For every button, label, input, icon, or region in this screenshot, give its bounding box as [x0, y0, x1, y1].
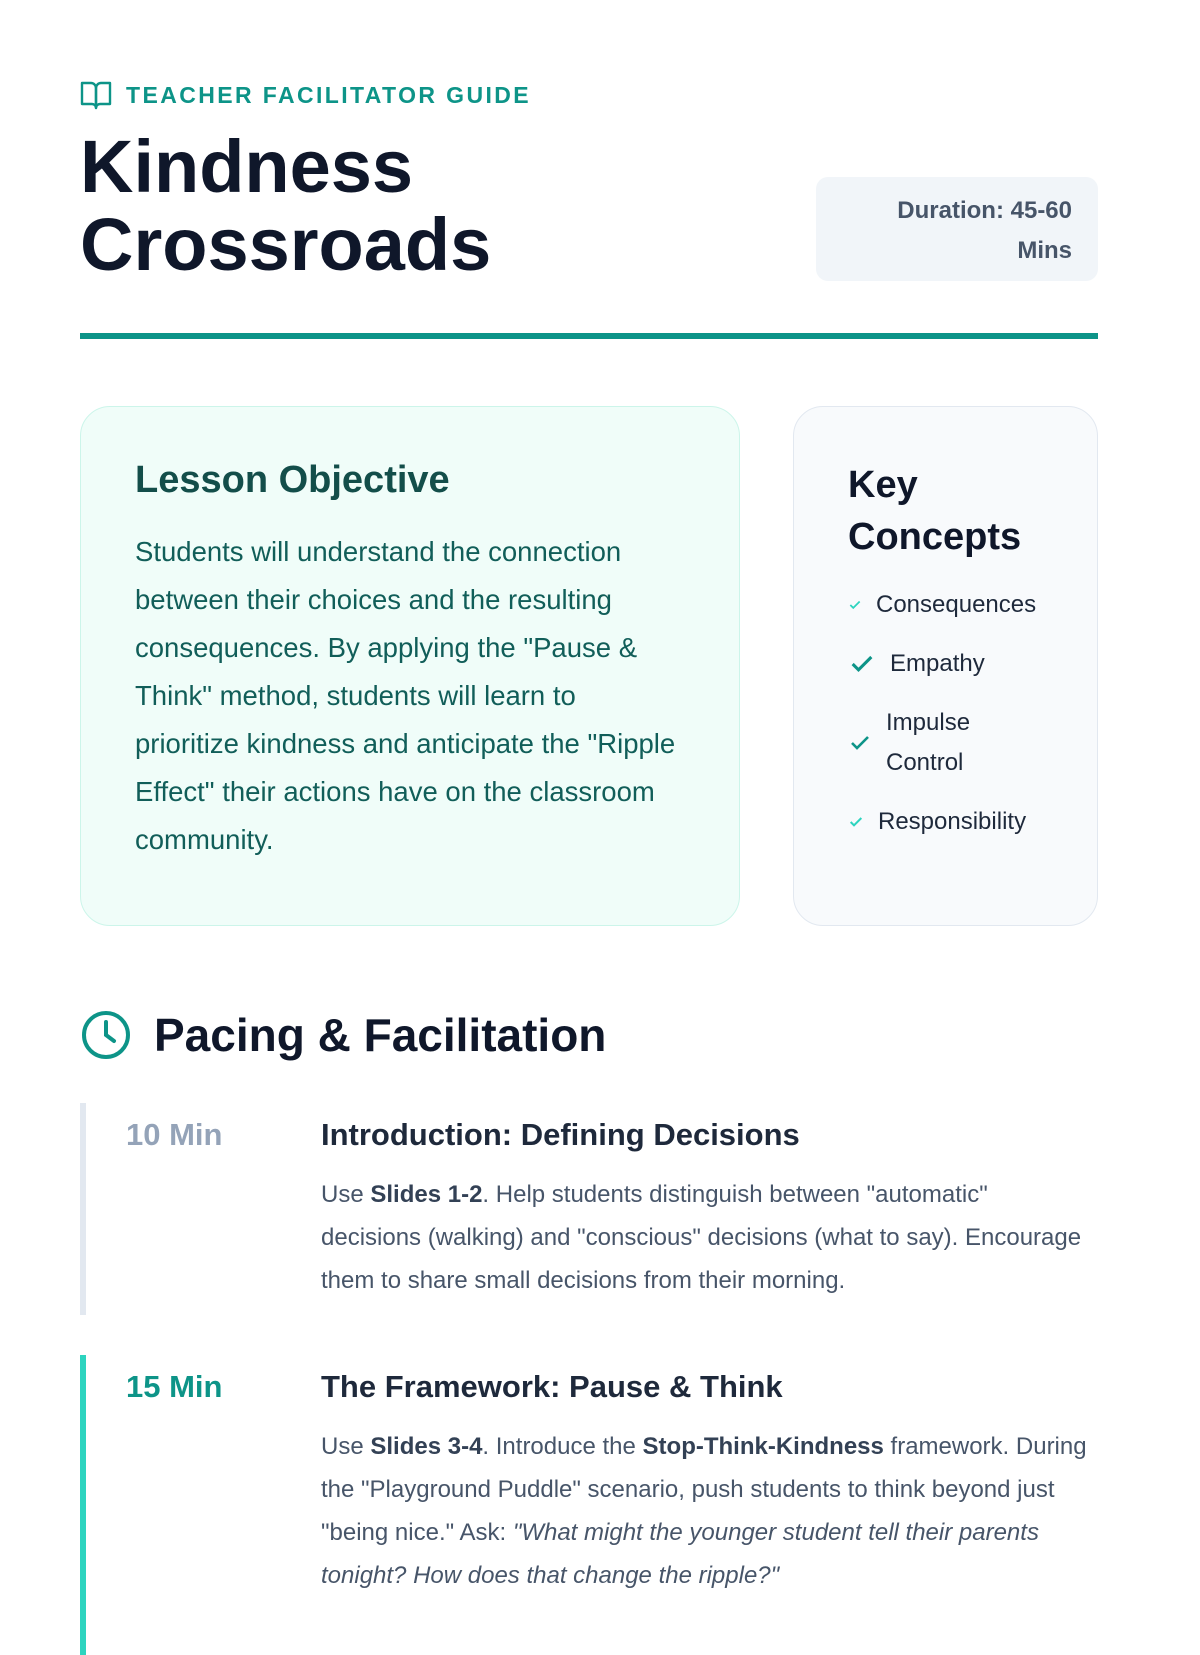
pacing-header: Pacing & Facilitation: [80, 1008, 606, 1062]
concept-item: Responsibility: [848, 802, 1057, 842]
pacing-step: 10 Min Introduction: Defining Decisions …: [80, 1103, 1098, 1315]
check-icon: [849, 817, 863, 827]
book-open-icon: [80, 81, 112, 110]
step-description: Use Slides 1-2. Help students distinguis…: [321, 1181, 1082, 1294]
check-icon: [849, 600, 861, 610]
step-title: Introduction: Defining Decisions: [321, 1117, 800, 1152]
step-description: Use Slides 3-4. Introduce the Stop-Think…: [321, 1433, 1087, 1589]
concept-item: Impulse Control: [848, 703, 1057, 783]
step-time: 15 Min: [126, 1369, 223, 1404]
lesson-objective-card: Lesson Objective Students will understan…: [80, 406, 740, 926]
objective-text: Students will understand the connection …: [135, 536, 676, 855]
eyebrow-text: TEACHER FACILITATOR GUIDE: [126, 81, 531, 108]
pacing-heading: Pacing & Facilitation: [154, 1009, 607, 1061]
duration-badge: Duration: 45-60 Mins: [816, 177, 1098, 281]
guide-label: TEACHER FACILITATOR GUIDE: [80, 80, 531, 110]
check-icon: [851, 736, 869, 750]
step-title: The Framework: Pause & Think: [321, 1369, 783, 1404]
concept-item: Consequences: [848, 585, 1057, 625]
concepts-heading: Key Concepts: [848, 464, 1022, 558]
header-divider: [80, 333, 1098, 339]
pacing-step: 15 Min The Framework: Pause & Think Use …: [80, 1355, 1098, 1655]
clock-icon: [82, 1011, 130, 1059]
objective-heading: Lesson Objective: [135, 459, 450, 501]
concept-item: Empathy: [848, 644, 1057, 684]
key-concepts-card: Key Concepts Consequences Empathy Impuls…: [793, 406, 1098, 926]
step-time: 10 Min: [126, 1117, 223, 1152]
page-title: Kindness Crossroads: [80, 125, 492, 286]
check-icon: [851, 655, 873, 672]
